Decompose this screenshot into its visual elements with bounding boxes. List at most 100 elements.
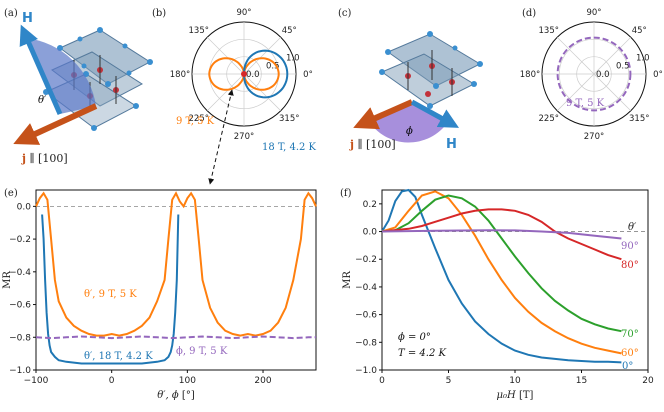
x-axis-unit-e: [°] (179, 390, 195, 401)
y-tick-label-f: −1.0 (355, 366, 377, 376)
polar-angle-label-b: 225° (189, 114, 209, 124)
polar-angle-label-d: 0° (653, 70, 663, 80)
panel-d: (d) 90°45°0°315°270°225°180°135°0.00.51.… (520, 8, 663, 142)
current-arrow-a (13, 103, 98, 145)
x-tick-label-f: 15 (576, 376, 587, 386)
polar-angle-label-b: 0° (303, 70, 313, 80)
y-axis-label-f: MR (342, 271, 353, 289)
condition-phi-f: ϕ = 0° (398, 332, 431, 343)
y-tick-label-e: −0.4 (9, 268, 31, 278)
x-tick-label-e: 0 (109, 376, 115, 386)
polar-spoke-b (206, 36, 245, 75)
x-tick-label-e: −100 (24, 376, 49, 386)
panel-c: (c) H ϕ j ∥ [100] (338, 8, 483, 152)
y-tick-label-e: −0.2 (9, 235, 31, 245)
y-axis-label-e: MR (2, 271, 13, 289)
condition-temp-f: T = 4.2 K (398, 348, 446, 359)
panel-a-label: (a) (4, 8, 18, 19)
series-line-f-3 (381, 208, 622, 261)
series-line-f-0 (381, 188, 622, 364)
x-tick-label-f: 10 (509, 376, 521, 386)
x-tick-label-f: 20 (642, 376, 654, 386)
polar-angle-label-d: 45° (632, 26, 647, 36)
series-annotation-e: ϕ, 9 T, 5 K (176, 346, 228, 357)
series-label-f: 0° (622, 361, 633, 372)
angle-label-a: θ′ (38, 95, 47, 106)
field-label-a: H (22, 11, 33, 26)
crystal-lattice-c (379, 31, 483, 109)
polar-angle-label-d: 180° (520, 70, 540, 80)
polar-angle-label-d: 225° (539, 114, 559, 124)
legend-label-18T: 18 T, 4.2 K (262, 142, 317, 153)
polar-spoke-b (243, 36, 282, 75)
y-tick-label-e: −1.0 (9, 366, 31, 376)
polar-radial-label-b: 1.0 (286, 53, 300, 63)
polar-spoke-d (593, 73, 632, 112)
legend-title-f: θ′ (628, 222, 637, 233)
x-tick-label-f: 5 (446, 376, 452, 386)
x-tick-label-e: 100 (179, 376, 196, 386)
y-tick-label-f: −0.8 (355, 338, 377, 348)
polar-spoke-d (593, 36, 632, 75)
series-line-e-0 (35, 191, 317, 337)
series-annotation-e: θ′, 9 T, 5 K (84, 289, 137, 300)
polar-radial-label-d: 0.0 (596, 70, 610, 80)
x-axis-symbol-f: μ₀H (497, 390, 517, 401)
current-label-a: j ∥ [100] (21, 152, 68, 165)
origin-marker (241, 71, 247, 77)
x-axis-unit-f: [T] (516, 390, 534, 401)
series-label-f: 70° (621, 329, 639, 340)
y-tick-label-f: 0.0 (363, 228, 378, 238)
field-arrow-a (19, 24, 63, 116)
current-direction-c: ∥ [100] (354, 138, 396, 151)
polar-angle-label-d: 90° (586, 8, 601, 18)
polar-angle-label-d: 270° (584, 132, 604, 142)
current-symbol-a: j (21, 152, 26, 165)
polar-angle-label-d: 135° (539, 26, 559, 36)
y-tick-label-f: −0.2 (355, 255, 377, 265)
polar-angle-label-b: 135° (189, 26, 209, 36)
field-arrow-c (410, 99, 460, 128)
polar-angle-label-b: 45° (282, 26, 297, 36)
y-tick-label-f: −0.6 (355, 311, 377, 321)
polar-angle-label-b: 90° (236, 8, 251, 18)
current-direction-a: ∥ [100] (26, 152, 68, 165)
legend-label-9T-5K: 9 T, 5 K (176, 116, 215, 127)
x-tick-label-e: 200 (254, 376, 271, 386)
polar-radial-label-d: 1.0 (636, 53, 650, 63)
polar-spoke-d (556, 73, 595, 112)
polar-spoke-b (206, 73, 245, 112)
polar-angle-label-b: 270° (234, 132, 254, 142)
polar-spoke-d (556, 36, 595, 75)
series-line-e-1 (41, 214, 180, 365)
series-line-f-2 (381, 194, 622, 333)
y-tick-label-f: −0.4 (355, 283, 377, 293)
panel-f-label: (f) (340, 188, 352, 199)
series-label-f: 90° (621, 241, 639, 252)
polar-plot-b: 90°45°0°315°270°225°180°135°0.00.51.09 T… (170, 8, 317, 153)
panel-a: (a) H θ′ j ∥ [100] (4, 8, 153, 165)
polar-angle-label-d: 315° (629, 114, 649, 124)
y-tick-label-e: −0.8 (9, 333, 31, 343)
y-tick-label-e: 0.0 (17, 202, 32, 212)
panel-b-label: (b) (152, 8, 166, 19)
x-axis-symbol-e: θ′, ϕ (157, 390, 179, 401)
legend-label-phi: 9 T, 5 K (566, 98, 605, 109)
series-line-f-4 (381, 229, 622, 240)
y-tick-label-e: −0.6 (9, 301, 31, 311)
polar-angle-label-b: 180° (170, 70, 190, 80)
current-label-c: j ∥ [100] (349, 138, 396, 151)
connector-arrow (208, 89, 234, 185)
series-9T-5K-curve (208, 57, 280, 91)
polar-angle-label-b: 315° (279, 114, 299, 124)
series-label-f: 80° (621, 260, 639, 271)
angle-label-c: ϕ (406, 126, 413, 137)
plot-frame-e (35, 189, 317, 371)
current-arrow-c (353, 99, 414, 130)
polar-spoke-b (243, 73, 282, 112)
angle-wedge-a (26, 38, 96, 114)
